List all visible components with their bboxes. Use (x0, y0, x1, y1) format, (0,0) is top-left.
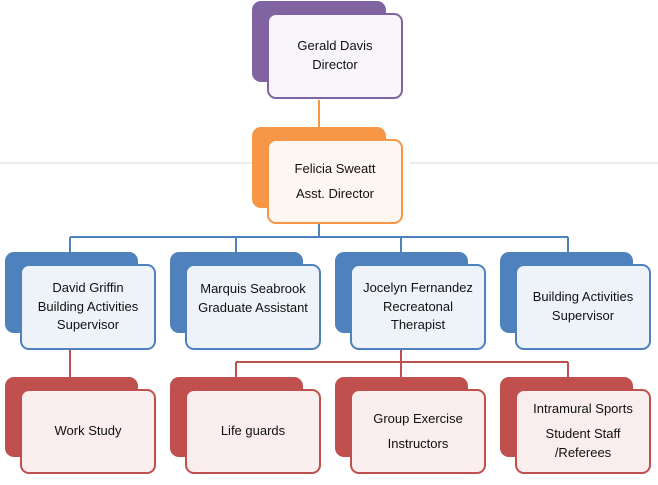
sub-intramural-line3: /Referees (554, 444, 612, 460)
node-staff-fernandez-front: Jocelyn Fernandez Recreatonal Therapist (350, 264, 486, 350)
node-sub-intramural-front: Intramural Sports Student Staff /Referee… (515, 389, 651, 474)
staff-fernandez-line1: Jocelyn Fernandez (363, 279, 473, 295)
staff-supervisor-line1: Building Activities (532, 289, 634, 305)
node-staff-supervisor-front: Building Activities Supervisor (515, 264, 651, 350)
staff-seabrook-line1: Marquis Seabrook (200, 281, 306, 296)
node-assistant-front: Felicia Sweatt Asst. Director (267, 139, 403, 224)
staff-fernandez-line3: Therapist (390, 317, 446, 333)
staff-supervisor-line2: Supervisor (551, 308, 615, 323)
director-title: Director (312, 57, 358, 72)
sub-intramural-line2: Student Staff (545, 426, 621, 442)
sub-workstudy-line1: Work Study (54, 423, 122, 439)
node-director-front: Gerald Davis Director (267, 13, 403, 99)
sub-intramural-line1: Intramural Sports (533, 401, 633, 417)
node-sub-workstudy-front: Work Study (20, 389, 156, 474)
line-assistant-staff (69, 224, 569, 252)
node-sub-groupexercise-front: Group Exercise Instructors (350, 389, 486, 474)
assistant-name: Felicia Sweatt (294, 160, 376, 176)
sub-groupexercise-line1: Group Exercise (373, 410, 463, 426)
staff-fernandez-line2: Recreatonal (382, 298, 454, 314)
staff-griffin-line3: Supervisor (56, 317, 120, 333)
node-staff-griffin-front: David Griffin Building Activities Superv… (20, 264, 156, 350)
sub-lifeguards-line1: Life guards (220, 423, 286, 439)
staff-griffin-line2: Building Activities (37, 298, 139, 314)
staff-griffin-line1: David Griffin (52, 279, 124, 295)
node-sub-lifeguards-front: Life guards (185, 389, 321, 474)
line-fernandez-subs (235, 350, 569, 377)
staff-seabrook-line2: Graduate Assistant (198, 299, 308, 315)
node-staff-seabrook-front: Marquis Seabrook Graduate Assistant (185, 264, 321, 350)
director-name: Gerald Davis (297, 38, 373, 54)
assistant-title: Asst. Director (295, 185, 374, 201)
sub-groupexercise-line2: Instructors (387, 435, 449, 451)
